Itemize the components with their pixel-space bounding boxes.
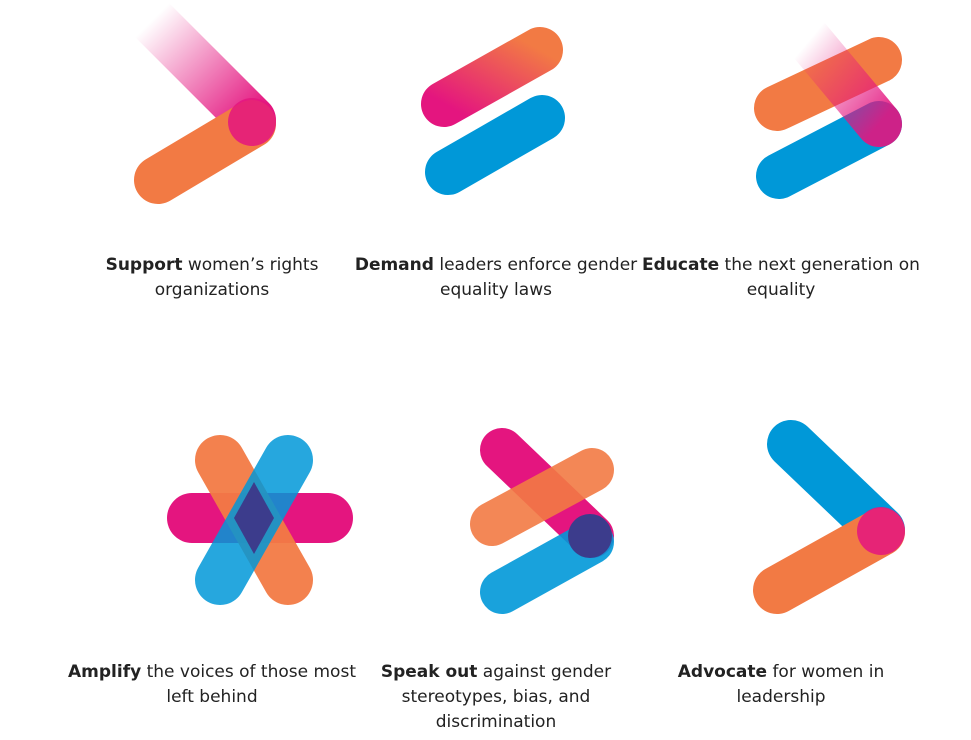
- action-caption: Advocate for women in leadership: [631, 660, 931, 710]
- action-caption: Educate the next generation on equality: [631, 253, 931, 303]
- chevron-right-icon: [753, 420, 905, 614]
- action-verb: Demand: [354, 255, 434, 275]
- action-verb: Speak out: [380, 662, 478, 682]
- action-text: leaders enforce gender equality laws: [433, 255, 638, 300]
- action-text: for women in leadership: [736, 662, 885, 707]
- action-caption: Amplify the voices of those most left be…: [62, 660, 362, 710]
- action-verb: Support: [105, 255, 183, 275]
- action-caption: Speak out against gender stereotypes, bi…: [346, 660, 646, 735]
- action-verb: Educate: [642, 255, 720, 275]
- action-caption: Demand leaders enforce gender equality l…: [346, 253, 646, 303]
- chevron-right-icon: [128, 0, 276, 204]
- crossed-bars-icon: [754, 17, 902, 199]
- double-bar-icon: [421, 27, 565, 195]
- asterisk-icon: [167, 435, 353, 605]
- crossed-bars-icon: [470, 428, 614, 614]
- action-text: women’s rights organizations: [154, 255, 319, 300]
- action-caption: Support women’s rights organizations: [62, 253, 362, 303]
- action-text: the voices of those most left behind: [141, 662, 356, 707]
- action-verb: Amplify: [68, 662, 142, 682]
- action-verb: Advocate: [677, 662, 768, 682]
- action-text: the next generation on equality: [719, 255, 920, 300]
- action-text: against gender stereotypes, bias, and di…: [401, 662, 612, 732]
